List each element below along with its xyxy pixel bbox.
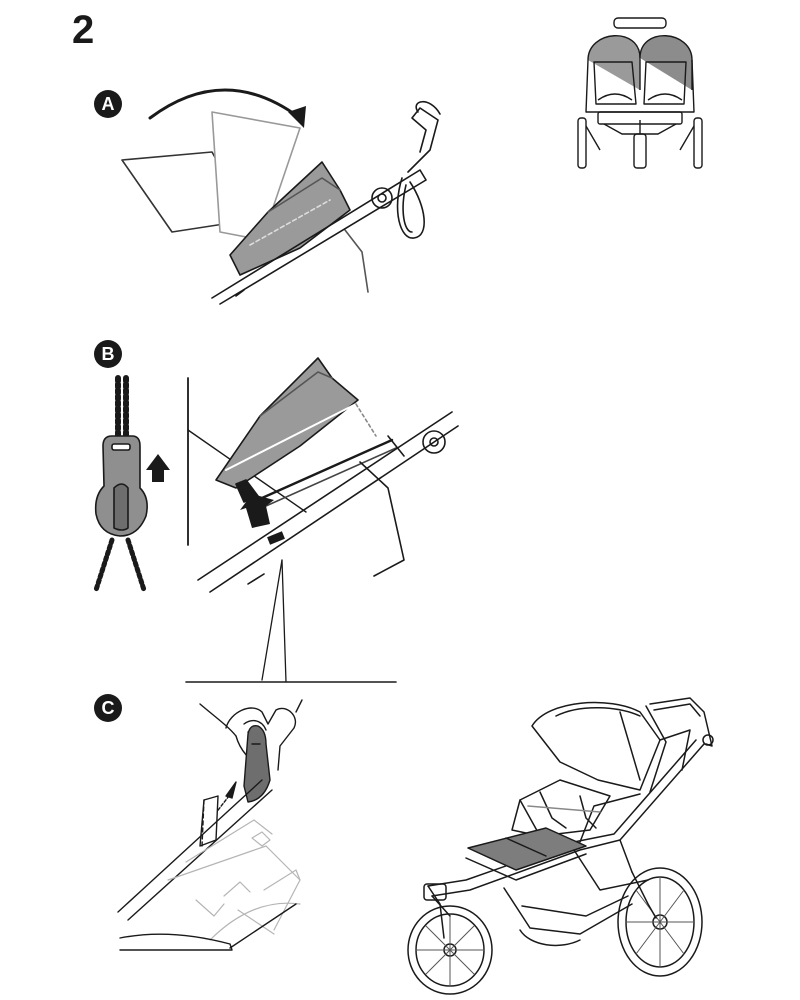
zip-direction-arrow-icon (240, 494, 274, 528)
panel-a-illustration (121, 88, 441, 305)
frame-tube-b (197, 411, 453, 581)
handlebar (407, 107, 439, 173)
rotate-arrow-icon (148, 88, 302, 120)
panel-c-illustration (117, 699, 303, 951)
stroller-footwell (467, 827, 587, 871)
wrist-strap (396, 177, 425, 239)
frame-tube (211, 169, 427, 305)
frame-tube-c (117, 779, 263, 913)
panel-b-illustration (93, 357, 459, 683)
stroller-front-wheel (407, 905, 493, 995)
seat-harness (167, 845, 301, 931)
stroller-canopy (531, 701, 661, 791)
up-arrow-icon (146, 454, 170, 482)
stroller-rear-wheel (617, 867, 703, 977)
stroller-three-quarter-view (407, 697, 714, 995)
zipper-icon (93, 375, 148, 593)
canopy-edge (215, 357, 359, 489)
panel-label-a: A (94, 90, 122, 118)
panel-label-b: B (94, 340, 122, 368)
step-number: 2 (72, 8, 95, 52)
panel-label-c: C (94, 694, 122, 722)
frame-hinge-b (422, 430, 446, 454)
folded-canopy (229, 161, 351, 276)
zip-pull-tab (243, 724, 271, 803)
frame-hinge (371, 187, 393, 209)
stroller-front-thumbnail (577, 17, 703, 169)
